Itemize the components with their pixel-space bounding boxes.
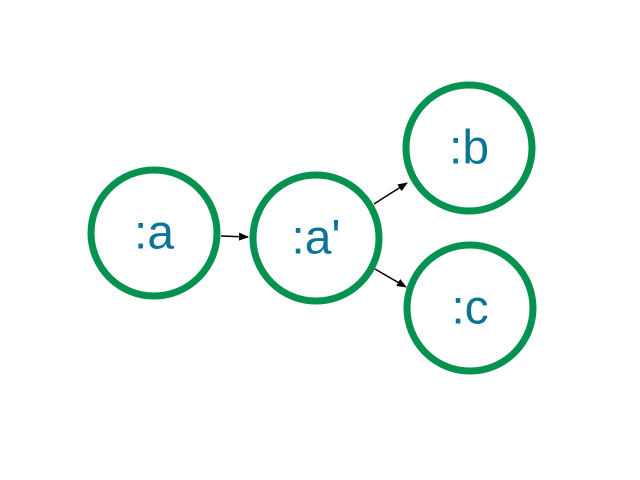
node-c[interactable]: :c xyxy=(403,241,537,375)
edge-a-prime-to-b xyxy=(373,182,408,205)
node-a-prime[interactable]: :a' xyxy=(249,171,383,305)
node-a-circle xyxy=(87,166,221,300)
node-b[interactable]: :b xyxy=(402,81,536,215)
edge-a-to-a-prime xyxy=(220,232,249,241)
edges xyxy=(220,182,408,288)
edge-a-prime-to-c xyxy=(374,268,407,288)
node-a-prime-label: :a' xyxy=(291,212,340,265)
node-a[interactable]: :a xyxy=(87,166,221,300)
node-c-circle xyxy=(403,241,537,375)
node-b-circle xyxy=(402,81,536,215)
node-b-label: :b xyxy=(449,122,489,175)
node-a-label: :a xyxy=(134,207,174,260)
node-a-prime-circle xyxy=(249,171,383,305)
node-c-label: :c xyxy=(451,282,488,335)
